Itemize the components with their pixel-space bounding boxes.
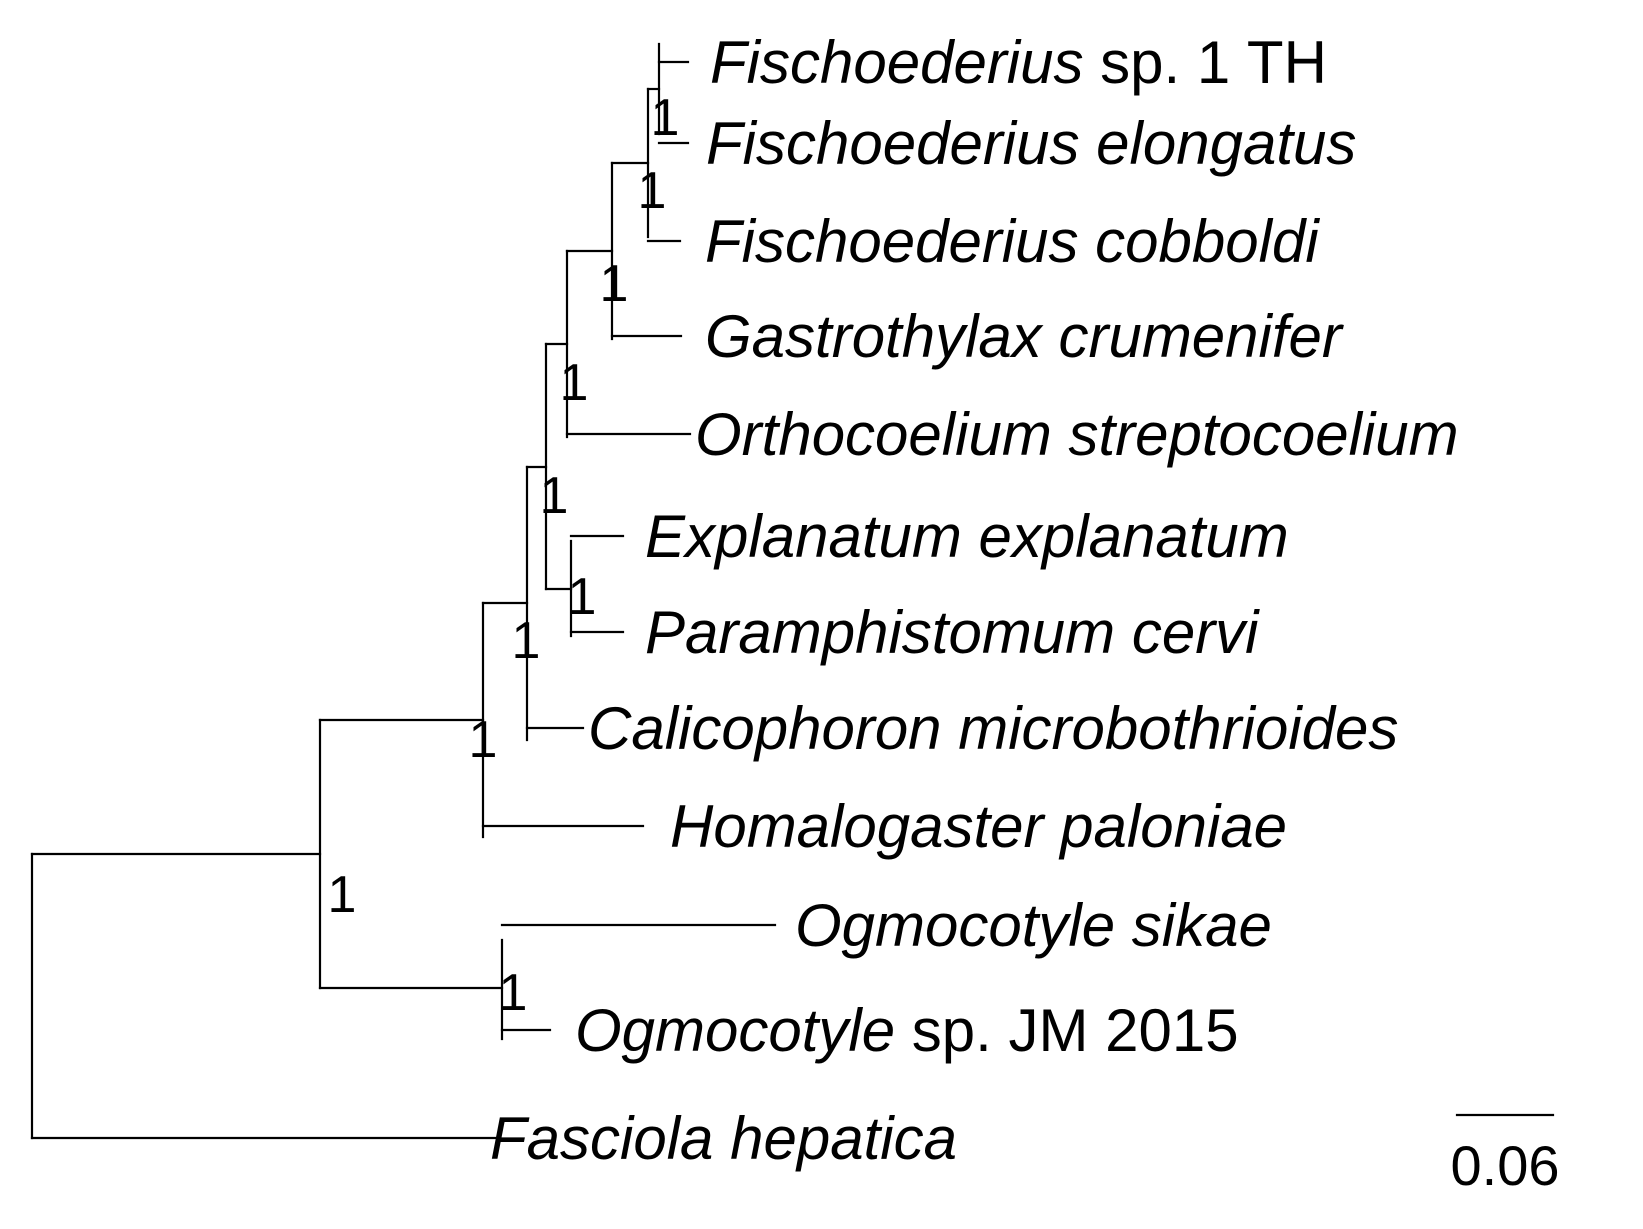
taxon-genus-fcob: Fischoederius cobboldi bbox=[705, 208, 1320, 275]
taxon-label-gcru: Gastrothylax crumenifer bbox=[705, 303, 1344, 370]
support-value-10: 1 bbox=[499, 964, 528, 1022]
taxon-genus-gcru: Gastrothylax crumenifer bbox=[705, 303, 1344, 370]
taxon-label-fcob: Fischoederius cobboldi bbox=[705, 208, 1320, 275]
support-value-5: 1 bbox=[540, 467, 569, 525]
taxon-labels: Fischoederius sp. 1 TH Fischoederius elon… bbox=[490, 29, 1459, 1172]
taxon-label-ostr: Orthocoelium streptocoelium bbox=[695, 401, 1459, 468]
taxon-label-eexp: Explanatum explanatum bbox=[645, 503, 1289, 570]
taxon-label-hpal: Homalogaster paloniae bbox=[670, 793, 1287, 860]
support-value-7: 1 bbox=[512, 612, 541, 670]
support-value-2: 1 bbox=[638, 162, 667, 220]
taxon-label-osp: Ogmocotyle sp. JM 2015 bbox=[575, 997, 1239, 1064]
taxon-genus-cmic: Calicophoron microbothrioides bbox=[588, 695, 1398, 762]
taxon-suffix-osp: sp. JM 2015 bbox=[895, 997, 1239, 1064]
taxon-label-cmic: Calicophoron microbothrioides bbox=[588, 695, 1398, 762]
scale-bar: 0.06 bbox=[1451, 1113, 1560, 1197]
taxon-genus-ostr: Orthocoelium streptocoelium bbox=[695, 401, 1459, 468]
tree-branches bbox=[30, 42, 777, 1140]
support-value-4: 1 bbox=[560, 354, 589, 412]
support-value-9: 1 bbox=[328, 866, 357, 924]
taxon-label-felo: Fischoederius elongatus bbox=[706, 110, 1356, 177]
taxon-genus-pcer: Paramphistomum cervi bbox=[645, 599, 1260, 666]
taxon-genus-felo: Fischoederius elongatus bbox=[706, 110, 1356, 177]
taxon-genus-osik: Ogmocotyle sikae bbox=[795, 892, 1272, 959]
support-value-1: 1 bbox=[651, 89, 680, 147]
scale-bar-label: 0.06 bbox=[1451, 1134, 1560, 1197]
taxon-label-osik: Ogmocotyle sikae bbox=[795, 892, 1272, 959]
taxon-genus-osp: Ogmocotyle bbox=[575, 997, 895, 1064]
support-value-3: 1 bbox=[600, 255, 629, 313]
taxon-genus-fsp1: Fischoederius bbox=[710, 29, 1084, 96]
taxon-suffix-fsp1: sp. 1 TH bbox=[1084, 29, 1327, 96]
taxon-label-fhep: Fasciola hepatica bbox=[490, 1105, 957, 1172]
taxon-genus-eexp: Explanatum explanatum bbox=[645, 503, 1289, 570]
taxon-genus-fhep: Fasciola hepatica bbox=[490, 1105, 957, 1172]
support-value-6: 1 bbox=[568, 568, 597, 626]
support-value-8: 1 bbox=[469, 711, 498, 769]
taxon-label-fsp1: Fischoederius sp. 1 TH bbox=[710, 29, 1327, 96]
taxon-label-pcer: Paramphistomum cervi bbox=[645, 599, 1260, 666]
taxon-genus-hpal: Homalogaster paloniae bbox=[670, 793, 1287, 860]
